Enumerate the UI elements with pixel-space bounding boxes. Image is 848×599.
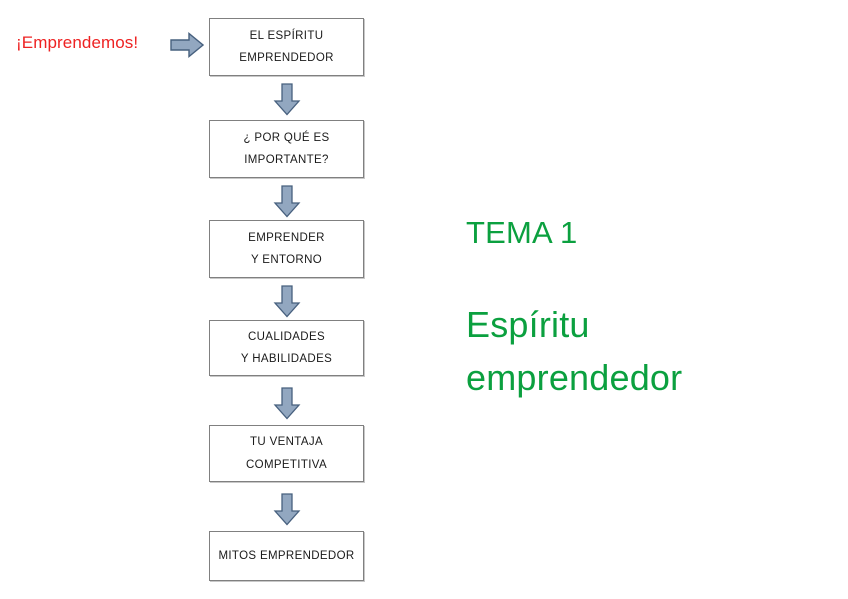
arrow-down-icon	[273, 83, 301, 116]
arrow-down-icon	[273, 493, 301, 526]
flow-box-line: IMPORTANTE?	[244, 154, 329, 166]
flow-box: ¿ POR QUÉ ES IMPORTANTE?	[209, 120, 364, 178]
flow-box-line: CUALIDADES	[248, 330, 325, 343]
flow-box-line: EMPRENDER	[248, 231, 325, 244]
slide-subtitle-line: emprendedor	[466, 357, 683, 399]
flow-box-line: TU VENTAJA	[250, 436, 323, 449]
arrow-right-icon	[170, 32, 204, 58]
arrow-down-icon	[273, 185, 301, 218]
flow-box-line: ¿ POR QUÉ ES	[243, 131, 330, 144]
flow-box: EMPRENDER Y ENTORNO	[209, 220, 364, 278]
flow-box-line: EL ESPÍRITU	[249, 29, 324, 42]
flow-box-line: MITOS EMPRENDEDOR	[218, 549, 355, 562]
flow-box-line: EMPRENDEDOR	[239, 52, 334, 64]
flow-box: TU VENTAJA COMPETITIVA	[209, 425, 364, 482]
slide-title: TEMA 1	[466, 215, 578, 250]
flow-box-line: COMPETITIVA	[246, 458, 327, 471]
intro-label: ¡Emprendemos!	[16, 33, 139, 52]
flow-box: CUALIDADES Y HABILIDADES	[209, 320, 364, 376]
arrow-down-icon	[273, 285, 301, 318]
flow-box: EL ESPÍRITU EMPRENDEDOR	[209, 18, 364, 76]
slide-subtitle-line: Espíritu	[466, 304, 590, 345]
slide-subtitle: Espíritu emprendedor	[466, 298, 682, 405]
flow-box-line: Y ENTORNO	[250, 254, 323, 266]
flow-box-line: Y HABILIDADES	[240, 353, 333, 365]
arrow-down-icon	[273, 387, 301, 420]
flow-box: MITOS EMPRENDEDOR	[209, 531, 364, 581]
